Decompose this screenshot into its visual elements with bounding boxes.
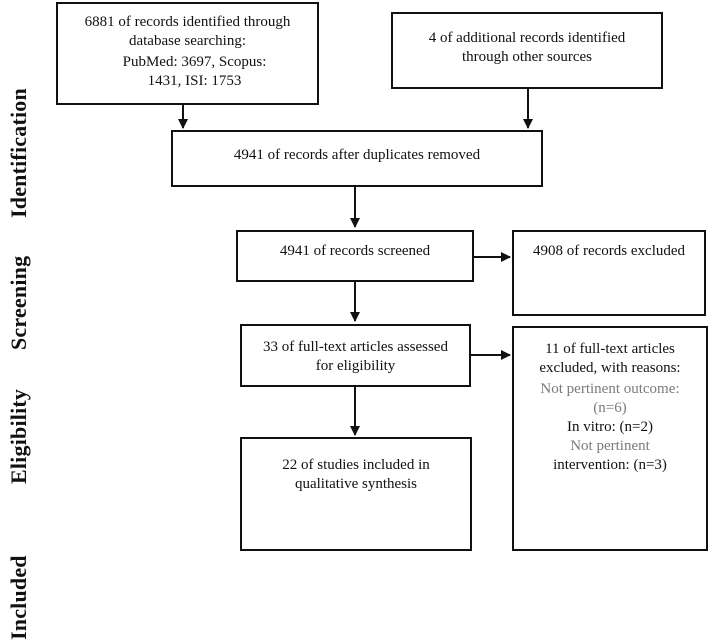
- database-line-1: 6881 of records identified through: [84, 14, 291, 30]
- database-line-4: 1431, ISI: 1753: [147, 73, 242, 89]
- duplicates-removed-text: 4941 of records after duplicates removed: [233, 147, 481, 163]
- other-sources-box: 4 of additional records identified throu…: [391, 12, 663, 89]
- reason-intervention-count: intervention: (n=3): [553, 457, 667, 473]
- fulltext-excluded-line-2: excluded, with reasons:: [539, 360, 681, 376]
- included-studies-box: 22 of studies included in qualitative sy…: [240, 437, 472, 551]
- database-line-2: database searching:: [128, 33, 247, 49]
- database-line-3: PubMed: 3697, Scopus:: [122, 54, 267, 70]
- records-excluded-box: 4908 of records excluded: [512, 230, 706, 316]
- records-screened-text: 4941 of records screened: [279, 243, 431, 259]
- fulltext-assessed-line-1: 33 of full-text articles assessed: [263, 339, 448, 355]
- other-sources-line-1: 4 of additional records identified: [428, 30, 626, 46]
- fulltext-assessed-box: 33 of full-text articles assessed for el…: [240, 324, 471, 387]
- fulltext-excluded-line-1: 11 of full-text articles: [545, 341, 675, 357]
- duplicates-removed-box: 4941 of records after duplicates removed: [171, 130, 543, 187]
- other-sources-line-2: through other sources: [462, 49, 592, 65]
- reason-in-vitro: In vitro: (n=2): [567, 419, 653, 435]
- reason-intervention-label: Not pertinent: [570, 438, 650, 454]
- fulltext-excluded-box: 11 of full-text articles excluded, with …: [512, 326, 708, 551]
- included-studies-line-2: qualitative synthesis: [294, 476, 418, 492]
- records-screened-box: 4941 of records screened: [236, 230, 474, 282]
- records-excluded-text: 4908 of records excluded: [532, 243, 686, 259]
- database-records-box: 6881 of records identified through datab…: [56, 2, 319, 105]
- fulltext-assessed-line-2: for eligibility: [315, 358, 396, 374]
- reason-outcome-label: Not pertinent outcome:: [540, 381, 680, 397]
- included-studies-line-1: 22 of studies included in: [282, 457, 430, 473]
- reason-outcome-count: (n=6): [593, 400, 627, 416]
